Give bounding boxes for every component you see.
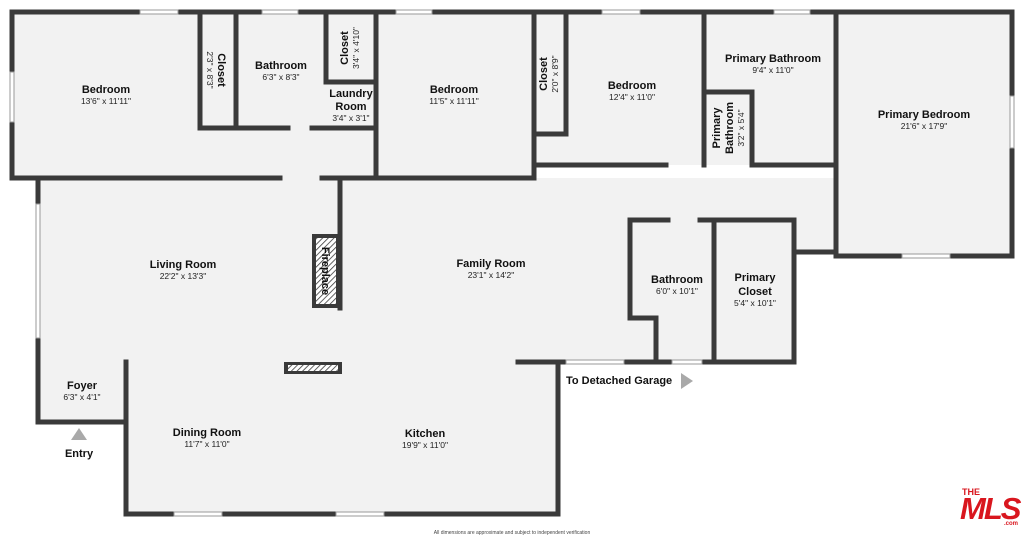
bedroom-1-dims: 13'6" x 11'11": [81, 96, 131, 106]
entry-arrow-icon: [71, 428, 87, 440]
primary-bathroom-name: Primary Bathroom: [725, 53, 821, 65]
bathroom-2-name: Bathroom: [651, 274, 703, 286]
mls-logo: THE MLS .com: [960, 487, 1021, 529]
bathroom-2-dims: 6'0" x 10'1": [656, 286, 698, 296]
fireplace-hatch: [316, 238, 336, 304]
closet-2-name: Closet: [339, 31, 351, 65]
primary-bathroom-small-line1: Primary: [711, 107, 723, 149]
living-room-dims: 22'2" x 13'3": [160, 271, 207, 281]
bedroom-3-dims: 12'4" x 11'0": [609, 92, 655, 102]
family-room-name: Family Room: [456, 258, 525, 270]
laundry-name-line2: Room: [335, 101, 366, 113]
closet-2-dims: 3'4" x 4'10": [351, 27, 361, 69]
closet-3-dims: 2'0" x 8'9": [550, 55, 560, 92]
bathroom-1-name: Bathroom: [255, 60, 307, 72]
primary-closet-line1: Primary: [735, 272, 777, 284]
garage-arrow-icon: [681, 373, 693, 389]
bedroom-2-name: Bedroom: [430, 84, 479, 96]
primary-closet-line2: Closet: [738, 286, 772, 298]
mls-logo-suffix: .com: [1003, 521, 1018, 527]
kitchen-dims: 19'9" x 11'0": [402, 440, 448, 450]
primary-bathroom-small-line2: Bathroom: [724, 102, 736, 154]
dining-room-name: Dining Room: [173, 427, 242, 439]
mls-logo-the: THE: [962, 487, 980, 497]
closet-3-name: Closet: [538, 57, 550, 91]
disclaimer: All dimensions are approximate and subje…: [434, 530, 591, 536]
bedroom-1-name: Bedroom: [82, 84, 131, 96]
laundry-dims: 3'4" x 3'1": [332, 113, 369, 123]
primary-bathroom-small-dims: 3'2" x 5'4": [736, 109, 746, 146]
kitchen-name: Kitchen: [405, 428, 446, 440]
dining-room-dims: 11'7" x 11'0": [184, 439, 229, 449]
living-room-name: Living Room: [150, 259, 217, 271]
walls: [9, 9, 1015, 517]
mls-logo-main: MLS: [960, 491, 1021, 526]
fireplace-label: Fireplace: [319, 247, 331, 295]
garage-label: To Detached Garage: [566, 375, 672, 387]
primary-bedroom-dims: 21'6" x 17'9": [901, 121, 948, 131]
primary-closet-dims: 5'4" x 10'1": [734, 298, 776, 308]
room-labels: Bedroom 13'6" x 11'11" Closet 2'3" x 8'3…: [63, 27, 970, 450]
closet-1-name: Closet: [215, 53, 227, 87]
bathroom-1-dims: 6'3" x 8'3": [262, 72, 299, 82]
entry-label: Entry: [65, 448, 94, 460]
primary-bathroom-dims: 9'4" x 11'0": [752, 65, 793, 75]
island-hatch: [288, 365, 338, 371]
windows: [9, 9, 1015, 517]
foyer-dims: 6'3" x 4'1": [63, 392, 100, 402]
foyer-name: Foyer: [67, 380, 98, 392]
family-room-dims: 23'1" x 14'2": [468, 270, 515, 280]
closet-1-dims: 2'3" x 8'3": [205, 51, 215, 88]
bedroom-2-dims: 11'5" x 11'11": [429, 96, 478, 106]
laundry-name-line1: Laundry: [329, 88, 373, 100]
bedroom-3-name: Bedroom: [608, 80, 657, 92]
primary-bedroom-name: Primary Bedroom: [878, 109, 971, 121]
